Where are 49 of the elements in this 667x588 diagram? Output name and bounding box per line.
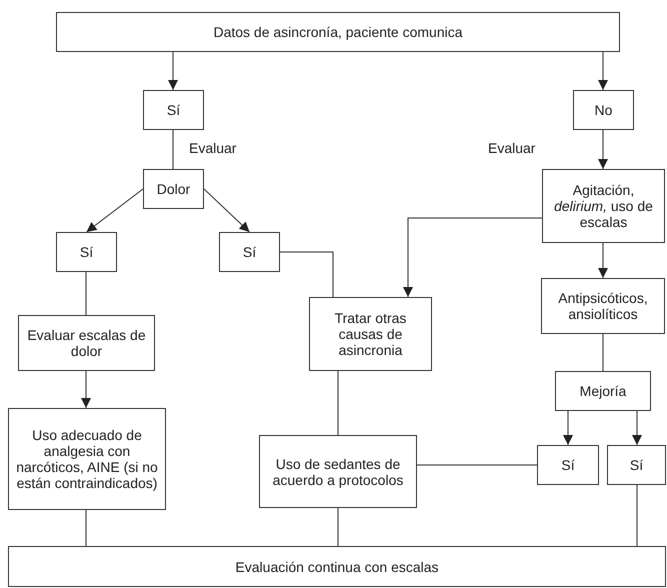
connector-line [602, 334, 604, 372]
box-text: Sí [561, 457, 575, 473]
arrow [563, 410, 573, 446]
arrow [81, 370, 91, 408]
process-box [259, 435, 417, 508]
arrow [204, 188, 250, 232]
process-box [143, 90, 204, 130]
process-box [8, 546, 666, 587]
box-text: Tratar otras causas de asincronia [334, 310, 408, 358]
arrow [632, 410, 642, 446]
box-text: Sí [80, 244, 94, 260]
edge-label: Evaluar [189, 140, 236, 156]
arrow [86, 188, 144, 232]
arrow [598, 52, 608, 90]
process-box [607, 445, 666, 485]
arrow [598, 130, 608, 170]
box-text: Antipsicóticos, ansiolíticos [557, 290, 649, 322]
connector-line [280, 252, 334, 298]
connector-line [416, 464, 538, 466]
process-box [309, 297, 432, 371]
arrow [168, 52, 178, 90]
process-box [56, 12, 620, 52]
process-box [573, 90, 634, 130]
arrow [598, 242, 608, 278]
edge-label: Evaluar [488, 140, 536, 156]
process-box [542, 169, 665, 243]
process-box [555, 371, 651, 411]
process-box [8, 408, 166, 510]
box-text: Evaluar escalas de dolor [26, 327, 147, 359]
box-text: Evaluación continua con escalas [235, 558, 439, 574]
arrow [403, 218, 542, 298]
box-text: Sí [242, 244, 256, 260]
box-text: Uso de sedantes de acuerdo a protocolos [272, 456, 404, 488]
connector-line [172, 130, 174, 170]
box-text: Dolor [156, 181, 190, 197]
connector-line [636, 484, 638, 546]
process-box [219, 232, 280, 272]
process-box [56, 232, 117, 272]
box-text: Datos de asincronía, paciente comunica [213, 24, 463, 40]
box-text: Uso adecuado de analgesia con narcóticos, AINE (si no están contraindicados) [15, 427, 159, 491]
process-box [541, 278, 665, 334]
process-box [537, 445, 599, 485]
box-text: No [594, 102, 612, 118]
process-box [18, 315, 155, 371]
box-text: Sí [166, 102, 180, 118]
box-text: Sí [630, 457, 644, 473]
box-text: Mejoría [580, 383, 626, 399]
process-box [143, 169, 204, 209]
box-text: Agitación, delirium, uso de escalas [553, 182, 654, 230]
